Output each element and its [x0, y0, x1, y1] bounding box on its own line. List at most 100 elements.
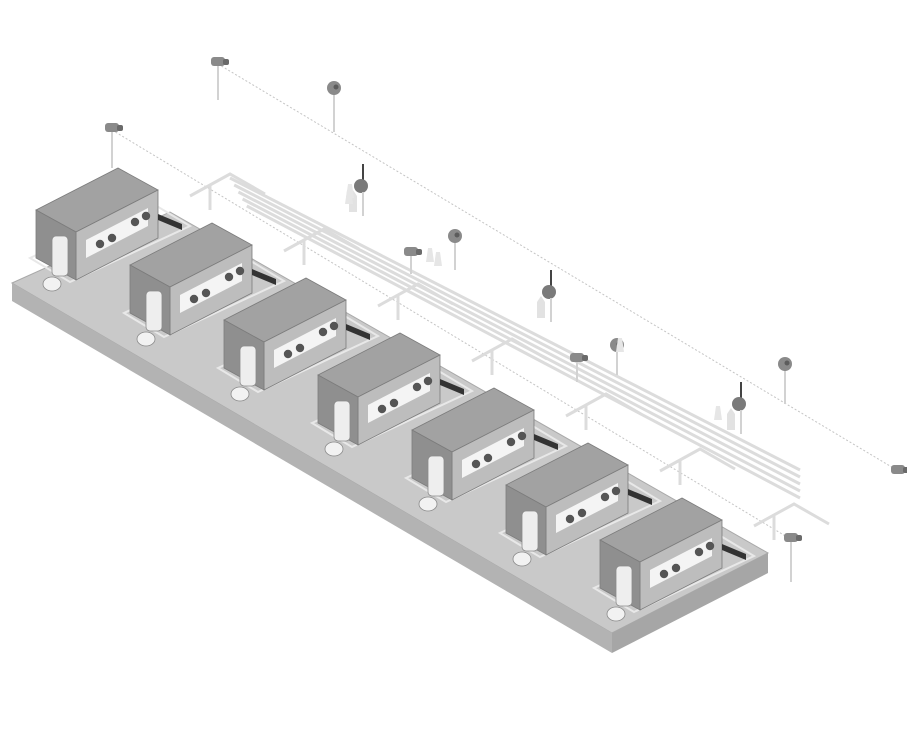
pipe-support	[616, 338, 624, 352]
camera-device	[784, 533, 802, 582]
pipe-branch	[659, 447, 736, 473]
sensor-lens	[784, 360, 790, 366]
valve-bracket	[727, 408, 735, 430]
camera-body	[891, 465, 905, 474]
sensor-device	[448, 229, 462, 270]
unit-coupling	[606, 606, 626, 622]
unit-knob	[95, 239, 105, 249]
unit-knob	[694, 547, 704, 557]
generator-unit	[27, 167, 193, 292]
slab-side-face	[612, 553, 768, 653]
unit-knob	[611, 486, 621, 496]
camera-body	[404, 247, 418, 256]
valve-body	[542, 285, 556, 299]
unit-knob	[705, 541, 715, 551]
unit-exhaust	[252, 269, 276, 285]
pipe-support	[426, 248, 434, 262]
generator-units	[27, 167, 757, 622]
unit-knob	[201, 288, 211, 298]
pipe-line	[246, 204, 801, 500]
valve-body	[354, 179, 368, 193]
generator-unit	[497, 442, 663, 567]
camera-lens	[223, 59, 229, 65]
unit-knob	[389, 398, 399, 408]
sensor-device	[327, 81, 341, 132]
unit-knob	[423, 376, 433, 386]
camera-lens	[903, 467, 907, 473]
unit-knob	[141, 211, 151, 221]
pipe-branch	[283, 227, 360, 253]
sensor-lens	[454, 232, 460, 238]
unit-knob	[600, 492, 610, 502]
pipe-branch	[753, 502, 830, 528]
unit-coupling	[418, 496, 438, 512]
unit-knob	[377, 404, 387, 414]
pipe-branch	[189, 172, 266, 198]
unit-knob	[506, 437, 516, 447]
unit-tank	[427, 455, 445, 497]
pipe-line	[229, 176, 801, 472]
camera-device	[570, 353, 588, 382]
antenna-valve-device	[537, 270, 556, 322]
pipe-line	[237, 190, 801, 486]
unit-exhaust	[628, 489, 652, 505]
unit-coupling	[136, 331, 156, 347]
pipe-line	[233, 183, 801, 479]
camera-device	[211, 57, 229, 100]
unit-exhaust	[534, 434, 558, 450]
pipe-branch	[471, 337, 548, 363]
unit-knob	[189, 294, 199, 304]
pipe-support	[714, 406, 722, 420]
camera-body	[105, 123, 119, 132]
field-devices	[105, 57, 907, 582]
camera-lens	[796, 535, 802, 541]
unit-coupling	[230, 386, 250, 402]
unit-knob	[283, 349, 293, 359]
camera-lens	[416, 249, 422, 255]
sensor-lens	[333, 84, 339, 90]
unit-knob	[235, 266, 245, 276]
unit-coupling	[512, 551, 532, 567]
generator-unit	[215, 277, 381, 402]
camera-body	[570, 353, 584, 362]
unit-coupling	[324, 441, 344, 457]
camera-lens	[582, 355, 588, 361]
sensor-device	[778, 357, 792, 404]
unit-knob	[329, 321, 339, 331]
pipe-support	[346, 184, 354, 198]
unit-exhaust	[158, 214, 182, 230]
unit-knob	[224, 272, 234, 282]
unit-knob	[295, 343, 305, 353]
generator-unit	[403, 387, 569, 512]
antenna-valve-device	[727, 382, 746, 434]
generator-unit	[121, 222, 287, 347]
generator-unit	[591, 497, 757, 622]
unit-knob	[671, 563, 681, 573]
unit-knob	[412, 382, 422, 392]
pipe-support	[434, 252, 442, 266]
camera-device	[891, 465, 907, 474]
valve-body	[732, 397, 746, 411]
generator-unit	[309, 332, 475, 457]
unit-exhaust	[346, 324, 370, 340]
unit-knob	[577, 508, 587, 518]
pipe-branch	[565, 392, 642, 418]
unit-tank	[333, 400, 351, 442]
camera-lens	[117, 125, 123, 131]
unit-tank	[51, 235, 69, 277]
valve-bracket	[537, 296, 545, 318]
unit-knob	[107, 233, 117, 243]
unit-tank	[615, 565, 633, 607]
unit-knob	[471, 459, 481, 469]
camera-device	[105, 123, 123, 168]
pipe-branch	[377, 282, 454, 308]
pipe-network	[189, 172, 830, 540]
wiring-line	[217, 63, 901, 473]
slab-front-face	[12, 283, 612, 653]
camera-body	[211, 57, 225, 66]
unit-knob	[130, 217, 140, 227]
camera-body	[784, 533, 798, 542]
camera-device	[404, 247, 422, 274]
unit-tank	[239, 345, 257, 387]
